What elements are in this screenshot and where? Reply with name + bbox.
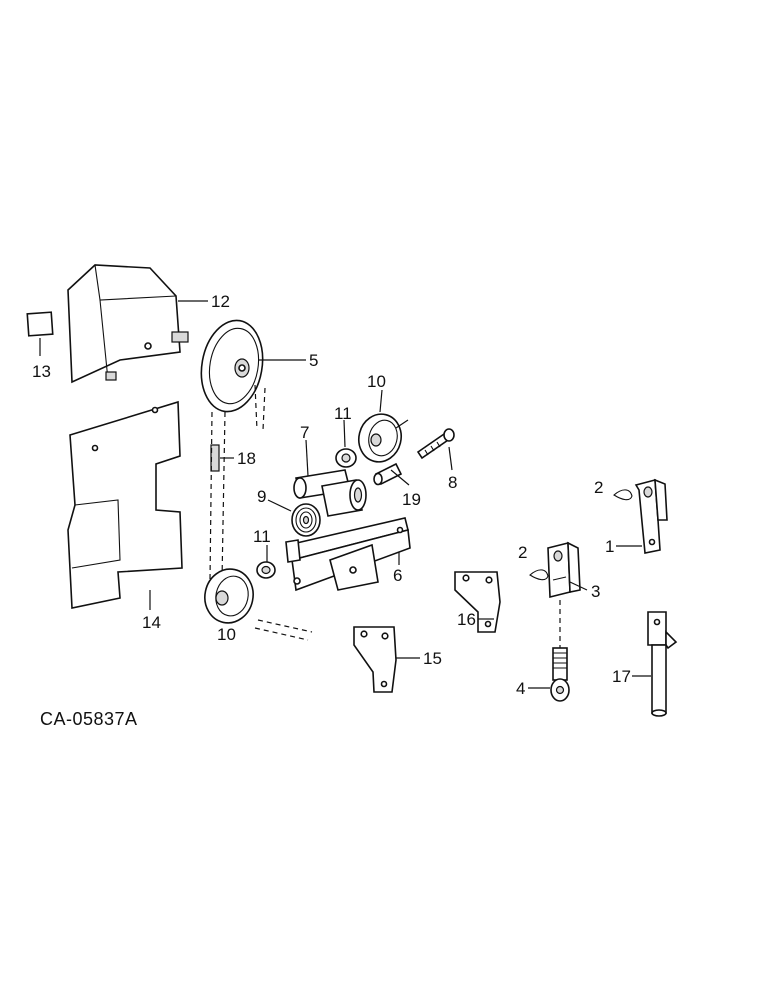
part-8-bolt (416, 428, 455, 460)
callout-1: 1 (605, 537, 614, 556)
callout-4: 4 (516, 679, 525, 698)
callout-13: 13 (32, 362, 51, 381)
callout-17: 17 (612, 667, 631, 686)
callout-15: 15 (423, 649, 442, 668)
callout-12: 12 (211, 292, 230, 311)
part-18-key (210, 444, 220, 472)
callout-6: 6 (393, 566, 402, 585)
part-2-clip-right (613, 489, 633, 501)
leader-8 (448, 446, 453, 471)
part-16-bracket (454, 571, 501, 633)
part-19-pin (373, 462, 403, 486)
part-14-lower-shield (67, 400, 183, 609)
leader-10-upper (379, 389, 383, 413)
callout-8: 8 (448, 473, 457, 492)
callout-14: 14 (142, 613, 161, 632)
leader-9 (267, 499, 292, 512)
leader-3 (569, 581, 588, 591)
part-7-idler-arm (293, 469, 367, 517)
belt-path-lower-2 (254, 627, 309, 641)
part-4-rod-end (550, 647, 570, 702)
callout-16: 16 (457, 610, 476, 629)
callout-19: 19 (402, 490, 421, 509)
leader-19 (390, 469, 410, 486)
part-6-support-bracket (285, 517, 411, 592)
callout-5: 5 (309, 351, 318, 370)
leader-11-upper (343, 419, 346, 448)
part-10-idler-pulley-upper (358, 413, 409, 463)
callout-7: 7 (300, 423, 309, 442)
part-12-upper-shield (67, 264, 189, 384)
figure-code: CA-05837A (40, 709, 138, 729)
part-5-drive-pulley (200, 319, 266, 431)
belt-path-lower (257, 619, 313, 633)
callout-2-mid: 2 (518, 543, 527, 562)
callout-18: 18 (237, 449, 256, 468)
callout-3: 3 (591, 582, 600, 601)
belt-path-left (209, 411, 213, 581)
part-1-clevis-arm (634, 478, 668, 554)
part-13-decal (26, 311, 54, 337)
part-10-idler-pulley-lower (204, 568, 254, 624)
callout-9: 9 (257, 487, 266, 506)
callout-11-lower: 11 (253, 527, 271, 546)
callout-10-lower: 10 (217, 625, 236, 644)
part-15-bracket (353, 626, 397, 693)
part-9-spring (291, 503, 321, 537)
callout-11-upper: 11 (334, 404, 352, 423)
callout-10-upper: 10 (367, 372, 386, 391)
part-3-clevis (547, 541, 581, 648)
callout-2-right: 2 (594, 478, 603, 497)
belt-path-right (221, 411, 226, 581)
part-2-clip-mid (529, 569, 549, 581)
part-11-bearing-upper (335, 448, 357, 468)
part-17-lever (647, 611, 678, 717)
leader-7 (305, 439, 309, 477)
part-11-bearing-lower (256, 561, 276, 579)
